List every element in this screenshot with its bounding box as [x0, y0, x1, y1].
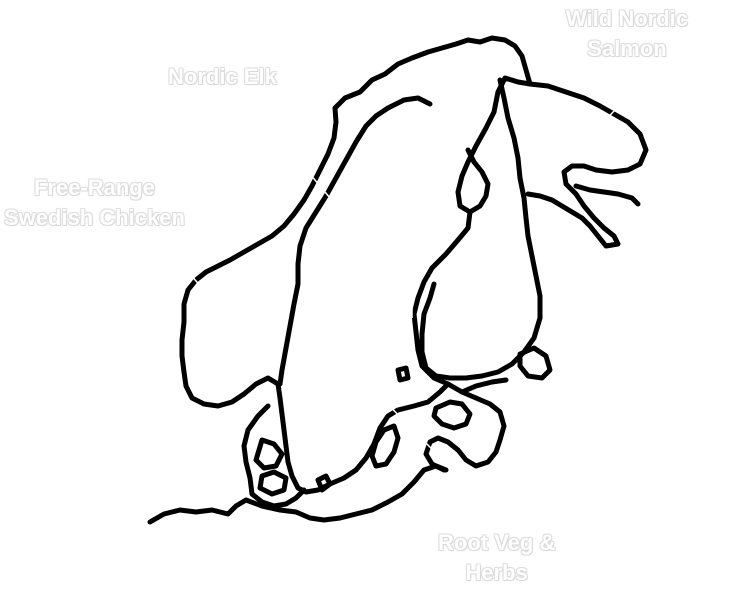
leader-chicken — [179, 261, 279, 379]
leader-salmon — [547, 95, 629, 183]
coastline-baltics — [423, 381, 507, 473]
callout-root-veg-herbs: Root Veg & Herbs — [438, 528, 555, 588]
callout-elk-line-1: Nordic Elk — [168, 64, 277, 89]
island-gotland — [369, 423, 401, 469]
arrow-rootveg — [343, 361, 361, 377]
coastline-south-baltic — [147, 463, 449, 525]
callout-rootveg-line-2: Herbs — [465, 560, 528, 585]
callout-wild-nordic-salmon: Wild Nordic Salmon — [566, 4, 688, 64]
coastline-norway-sweden — [179, 35, 533, 495]
coastline-white-sea — [573, 183, 641, 207]
coastline-baltics-north — [459, 377, 509, 395]
border-norway-sweden — [277, 95, 433, 387]
coastline-finland — [419, 77, 543, 381]
callout-nordic-elk: Nordic Elk — [168, 62, 277, 92]
island-saaremaa — [431, 399, 473, 431]
island-aland — [395, 365, 411, 383]
island-ladoga — [517, 345, 553, 381]
callout-chicken-line-1: Free-Range — [33, 175, 155, 200]
leader-gulf — [517, 199, 523, 211]
callout-salmon-line-2: Salmon — [587, 36, 667, 61]
callout-rootveg-line-1: Root Veg & — [438, 530, 556, 555]
leader-elk — [254, 107, 351, 223]
coastline-denmark — [241, 403, 307, 509]
coastline-kola — [525, 81, 649, 249]
island-bornholm — [315, 473, 333, 493]
callout-chicken-line-2: Swedish Chicken — [4, 205, 185, 230]
callout-swedish-chicken: Free-Range Swedish Chicken — [4, 173, 185, 233]
leader-rootveg — [349, 365, 491, 509]
arrow-elk — [339, 211, 354, 226]
callout-salmon-line-1: Wild Nordic — [566, 6, 689, 31]
